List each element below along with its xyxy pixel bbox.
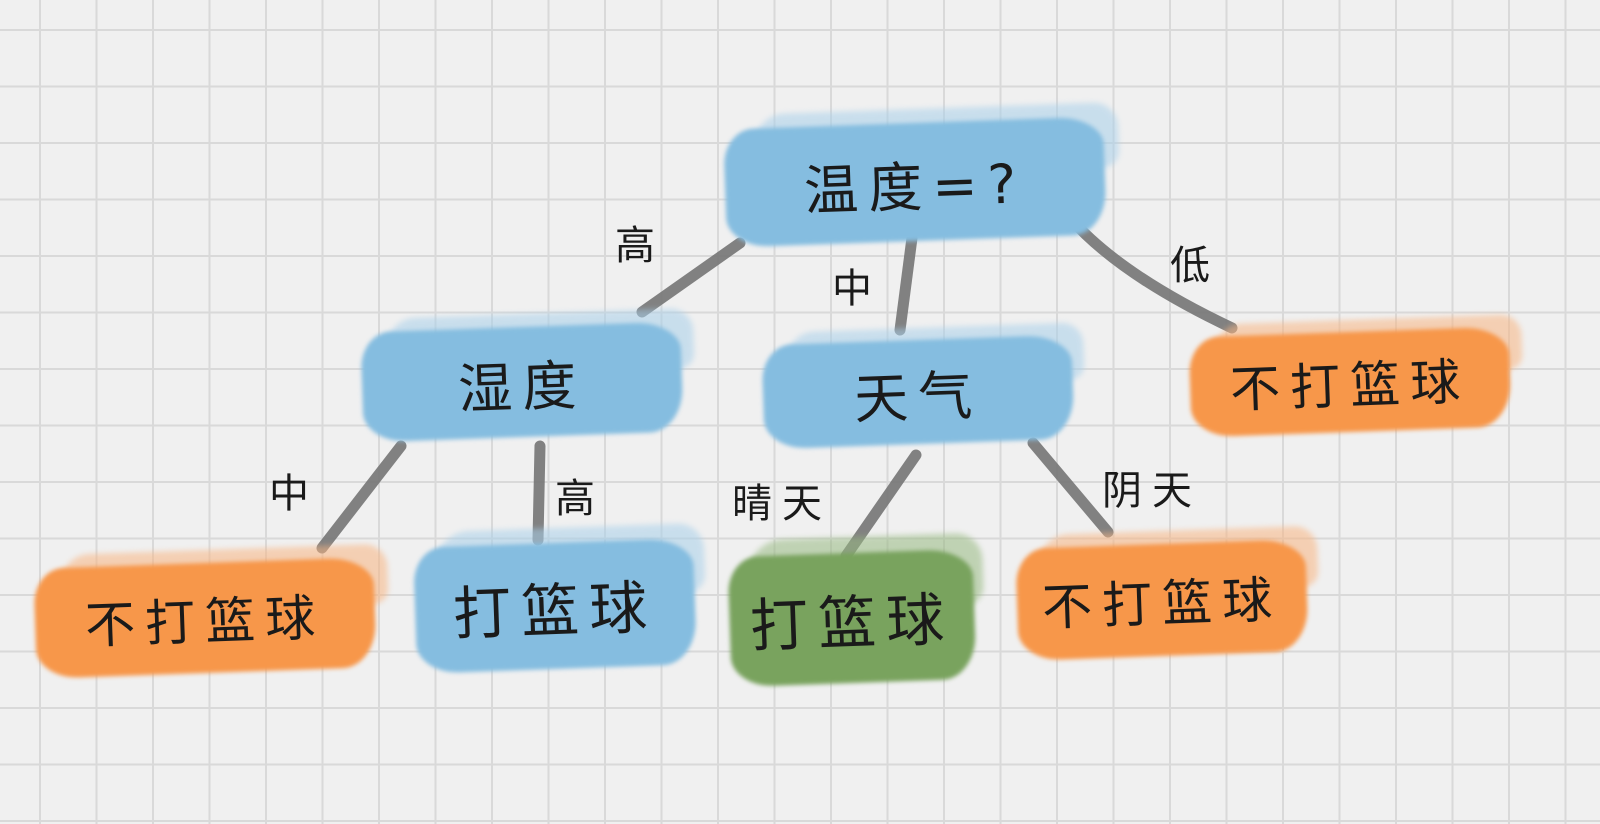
node-label: 打篮球 bbox=[452, 573, 659, 649]
edge-label-sunny: 晴天 bbox=[732, 481, 832, 527]
edge-humidity-mid bbox=[316, 440, 407, 554]
node-leaf-humidity-mid-no-basketball: 不打篮球 bbox=[33, 543, 389, 679]
node-leaf-weather-sunny-basketball: 打篮球 bbox=[727, 532, 984, 688]
node-label: 温度=? bbox=[803, 151, 1028, 223]
edge-label-high: 高 bbox=[615, 223, 665, 269]
node-label: 湿度 bbox=[457, 353, 588, 421]
node-label: 不打篮球 bbox=[1229, 352, 1472, 420]
node-label: 打篮球 bbox=[749, 585, 956, 661]
node-weather: 天气 bbox=[761, 321, 1086, 450]
node-humidity: 湿度 bbox=[360, 307, 695, 443]
edge-root-humidity bbox=[636, 237, 746, 318]
edge-weather-cloudy bbox=[1027, 437, 1114, 538]
node-label: 天气 bbox=[853, 363, 984, 431]
node-label: 不打篮球 bbox=[84, 588, 327, 656]
edge-humidity-high bbox=[532, 440, 546, 546]
node-label: 不打篮球 bbox=[1041, 570, 1284, 638]
edge-label-humidity-high: 高 bbox=[555, 476, 605, 522]
edge-label-cloudy: 阴天 bbox=[1102, 468, 1202, 514]
edge-label-mid: 中 bbox=[832, 266, 882, 312]
edge-label-low: 低 bbox=[1170, 243, 1220, 289]
edge-root-weather bbox=[894, 232, 918, 336]
node-leaf-humidity-high-basketball: 打篮球 bbox=[412, 522, 706, 674]
node-leaf-weather-cloudy-no-basketball: 不打篮球 bbox=[1015, 525, 1319, 662]
node-leaf-low-no-basketball: 不打篮球 bbox=[1188, 314, 1523, 438]
node-root-temperature: 温度=? bbox=[723, 101, 1120, 248]
edge-label-humidity-mid: 中 bbox=[269, 471, 319, 517]
